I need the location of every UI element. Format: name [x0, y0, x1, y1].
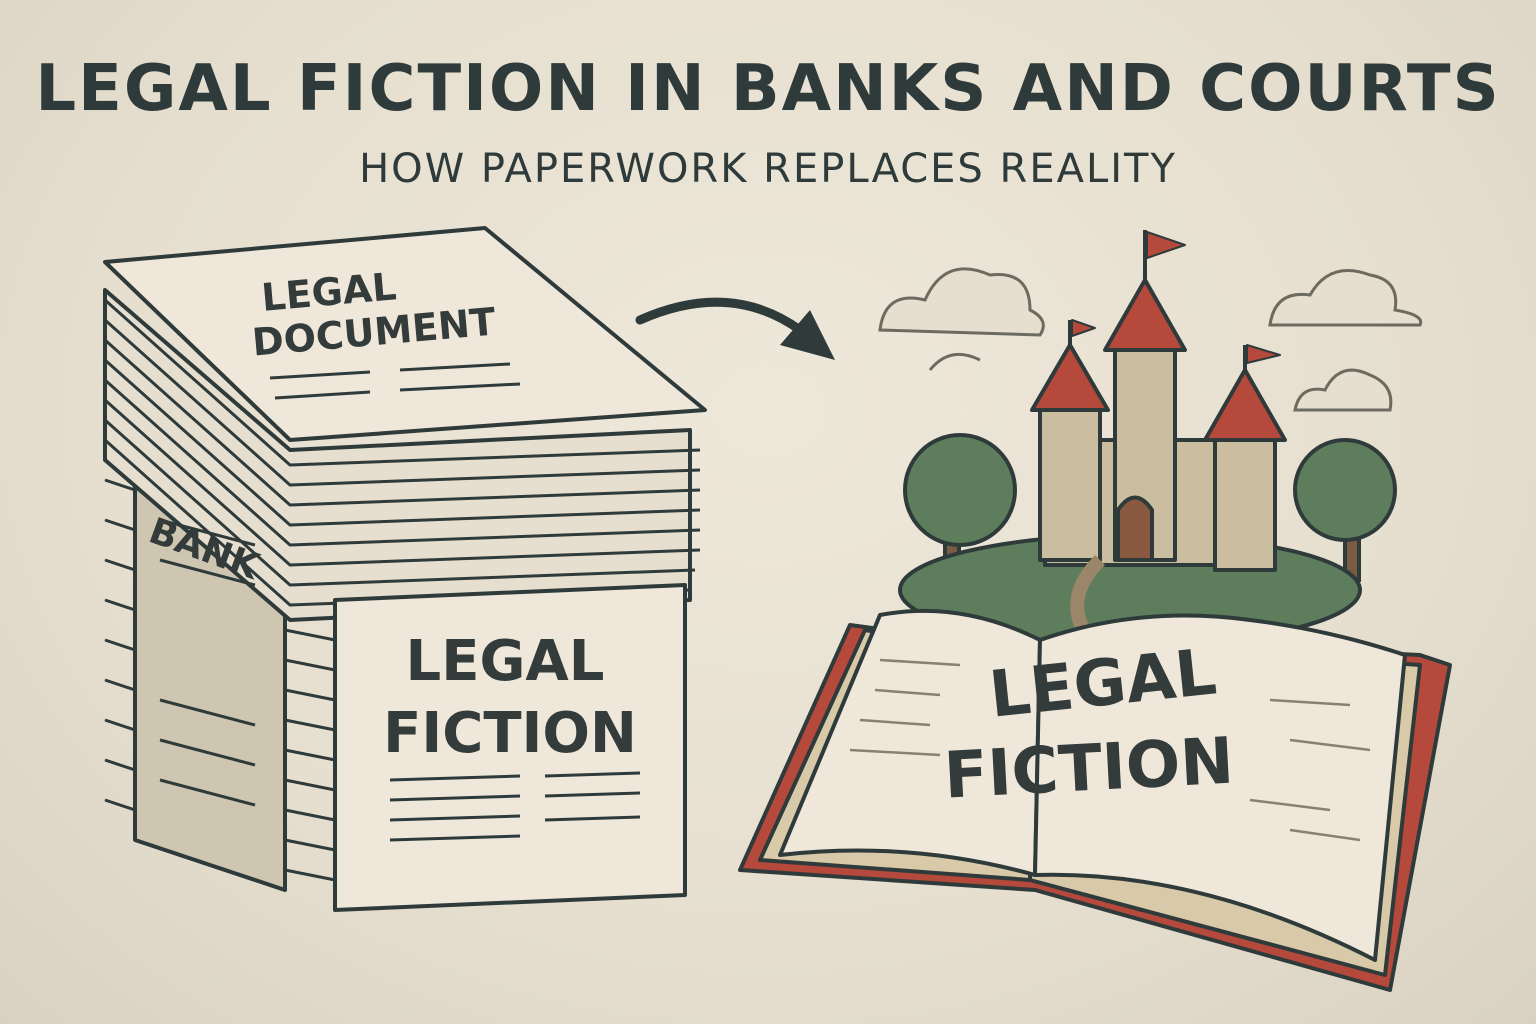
cloud-icon — [878, 267, 1423, 412]
paper-stack — [103, 226, 707, 912]
front-document-label-line2: FICTION — [383, 701, 637, 766]
top-document — [103, 226, 707, 442]
arrow-icon — [635, 297, 835, 360]
open-book — [738, 608, 1452, 992]
tree-icon — [903, 433, 1397, 582]
front-document-label-line1: LEGAL — [406, 629, 605, 694]
front-document — [333, 583, 687, 912]
page-subtitle: HOW PAPERWORK REPLACES REALITY — [359, 146, 1177, 192]
page-title: LEGAL FICTION IN BANKS AND COURTS — [35, 52, 1501, 126]
book-label-line2: FICTION — [942, 724, 1235, 813]
